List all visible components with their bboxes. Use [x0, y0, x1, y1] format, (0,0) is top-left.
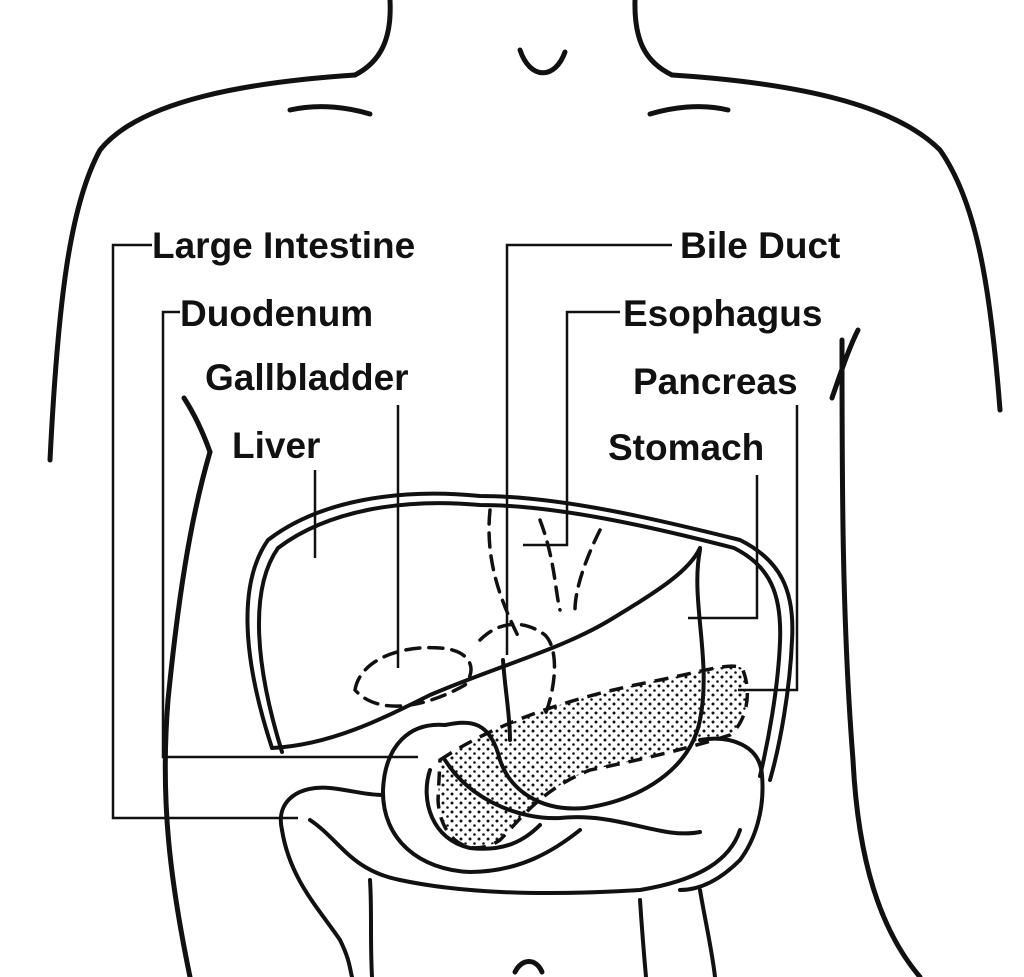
leader-pancreas: [738, 405, 799, 692]
leader-large-intestine: [111, 243, 298, 820]
label-duodenum: Duodenum: [180, 293, 373, 334]
large-intestine-right-descend: [698, 888, 717, 977]
leader-stomach: [688, 475, 759, 620]
body-outline: [47, 0, 1003, 977]
throat-notch: [517, 47, 568, 76]
left-shoulder-arm: [47, 72, 358, 463]
duodenum-outline: [380, 722, 582, 874]
leader-bile-duct: [505, 243, 672, 655]
leader-esophagus: [523, 310, 620, 547]
label-large-intestine: Large Intestine: [152, 225, 415, 266]
esophagus-fork: [573, 528, 602, 612]
label-bile-duct: Bile Duct: [680, 225, 840, 266]
gallbladder-outline: [353, 645, 473, 708]
neck-left: [352, 0, 393, 78]
pancreas-shape: [436, 664, 750, 850]
esophagus-path: [487, 508, 522, 642]
right-torso-side: [839, 337, 923, 977]
label-pancreas: Pancreas: [633, 361, 798, 402]
large-intestine-outer: [278, 785, 385, 832]
label-esophagus: Esophagus: [623, 293, 822, 334]
label-gallbladder: Gallbladder: [205, 357, 409, 398]
liver-lower-edge: [270, 546, 702, 750]
large-intestine-left-descend: [280, 828, 354, 977]
duodenum-inner: [424, 768, 542, 851]
right-shoulder-arm: [669, 72, 1003, 413]
left-collarbone: [287, 104, 373, 117]
neck-right: [632, 0, 675, 78]
left-armpit: [181, 395, 213, 455]
small-intestine-hint: [368, 878, 374, 977]
small-intestine-hint-2: [638, 898, 648, 977]
large-intestine-transverse: [308, 818, 742, 895]
organ-labels: Large Intestine Duodenum Gallbladder Liv…: [152, 225, 840, 468]
label-stomach: Stomach: [608, 427, 764, 468]
leader-duodenum: [161, 310, 418, 759]
large-intestine-right-bend: [678, 736, 765, 892]
esophagus-path-2: [538, 518, 562, 612]
liver-inner-outline: [256, 501, 783, 778]
liver-outline: [245, 491, 795, 782]
right-armpit: [829, 327, 861, 401]
bile-duct-path: [478, 622, 557, 717]
organs: [245, 491, 795, 977]
navel-mark: [512, 959, 545, 975]
right-collarbone: [647, 104, 731, 117]
label-liver: Liver: [232, 425, 320, 466]
left-torso-side: [162, 449, 213, 977]
leader-lines: [111, 243, 799, 820]
